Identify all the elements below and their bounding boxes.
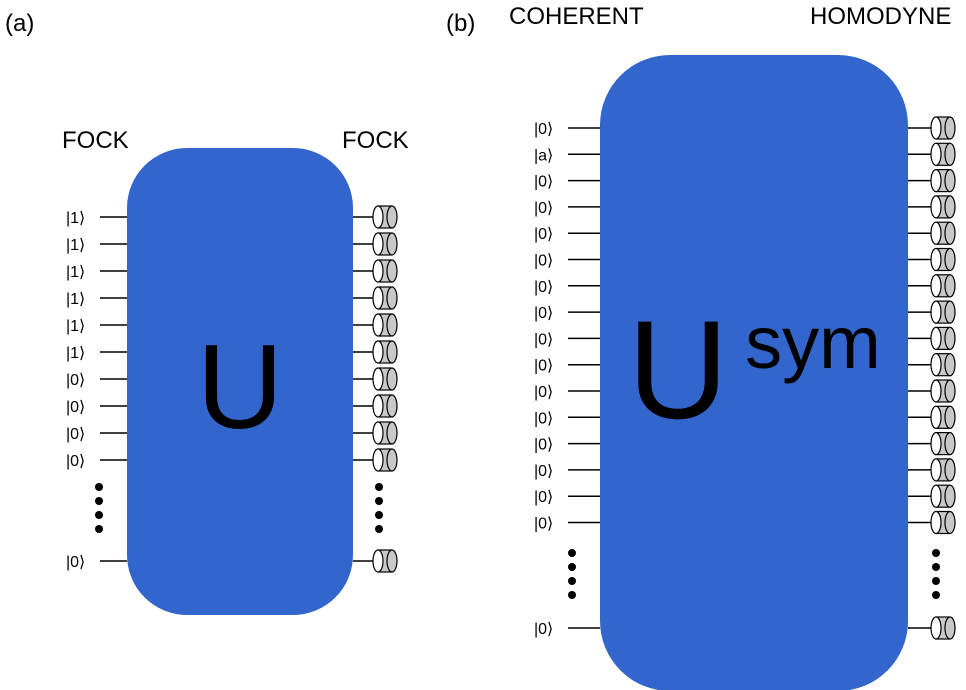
panel-b-input-label: |0⟩ xyxy=(534,305,553,322)
panel-b-input-label: |0⟩ xyxy=(534,200,553,217)
panel-a-detector-icon xyxy=(372,394,398,418)
panel-a-output-ellipsis-dot xyxy=(375,511,383,519)
panel-b-unitary-label: U xyxy=(627,291,728,448)
panel-a-unitary-label: U xyxy=(197,320,284,454)
panel-b-input-label: |0⟩ xyxy=(534,279,553,296)
panel-a-output-ellipsis-dot xyxy=(375,497,383,505)
panel-b-detector-icon xyxy=(930,274,956,298)
panel-b-input-label: |0⟩ xyxy=(534,410,553,427)
panel-a-input-ellipsis-dot xyxy=(95,483,103,491)
panel-b-detector-icon xyxy=(930,300,956,324)
panel-b-wires: |0⟩ |a⟩ |0⟩ |0⟩ |0⟩ |0⟩ |0⟩ |0⟩ |0⟩ |0⟩ |0⟩ |0⟩ |0⟩ |… xyxy=(534,116,956,640)
panel-a-detector-icon xyxy=(372,549,398,573)
panel-b-detector-icon xyxy=(930,616,956,640)
panel-b-detector-icon xyxy=(930,247,956,272)
panel-b-input-label: |0⟩ xyxy=(534,253,553,270)
panel-b-input-label: |0⟩ xyxy=(534,331,553,348)
panel-b-input-label: |a⟩ xyxy=(534,147,553,164)
panel-b-input-label: |0⟩ xyxy=(534,384,553,401)
panel-b-input-label: |0⟩ xyxy=(534,463,553,480)
panel-b-unitary-box xyxy=(600,55,908,690)
panel-a-detector-icon xyxy=(372,340,398,364)
panel-b-detector-icon xyxy=(930,353,956,377)
panel-b-input-title: COHERENT xyxy=(509,3,644,30)
panel-b-input-ellipsis-dot xyxy=(568,563,576,571)
panel-b-detector-icon xyxy=(930,326,956,350)
panel-a-input-ellipsis-dot xyxy=(95,525,103,533)
panel-b-detector-icon xyxy=(930,484,956,508)
panel-b-input-ellipsis-dot xyxy=(568,577,576,585)
panel-b-output-ellipsis-dot xyxy=(932,563,940,571)
panel-b-input-ellipsis-dot xyxy=(568,591,576,599)
panel-a-input-label: |1⟩ xyxy=(66,345,85,362)
panel-a-detector-icon xyxy=(372,232,398,256)
panel-a-input-label: |0⟩ xyxy=(66,426,85,443)
panel-a-detector-icon xyxy=(372,259,398,283)
panel-a-input-label: |1⟩ xyxy=(66,237,85,254)
panel-b-detector-icon xyxy=(930,142,956,166)
panel-a-input-ellipsis-dot xyxy=(95,497,103,505)
panel-b-detector-icon xyxy=(930,195,956,219)
panel-b-input-label: |0⟩ xyxy=(534,121,553,138)
panel-a-unitary-box xyxy=(127,148,353,615)
panel-b-input-label: |0⟩ xyxy=(534,621,553,638)
panel-b-input-label: |0⟩ xyxy=(534,516,553,533)
panel-b-unitary-superscript: sym xyxy=(745,301,881,384)
panel-b-input-label: |0⟩ xyxy=(534,174,553,191)
panel-b-detector-icon xyxy=(930,510,956,535)
panel-a-input-label: |1⟩ xyxy=(66,291,85,308)
panel-a-detector-icon xyxy=(372,421,398,445)
panel-a-detector-icon xyxy=(372,286,398,310)
panel-a-input-label: |1⟩ xyxy=(66,318,85,335)
panel-a-input-label: |0⟩ xyxy=(66,453,85,470)
panel-a-detector-icon xyxy=(372,448,398,472)
panel-b-output-ellipsis-dot xyxy=(932,577,940,585)
panel-b-output-ellipsis-dot xyxy=(932,591,940,599)
panel-b-detector-icon xyxy=(930,221,956,245)
panel-b-detector-icon xyxy=(930,458,956,482)
panel-a-input-label: |1⟩ xyxy=(66,210,85,227)
panel-b-output-ellipsis-dot xyxy=(932,549,940,557)
panel-a-input-label: |0⟩ xyxy=(66,372,85,389)
panel-b-detector-icon xyxy=(930,432,956,456)
panel-b-input-label: |0⟩ xyxy=(534,437,553,454)
panel-b-input-label: |0⟩ xyxy=(534,358,553,375)
panel-b-label: (b) xyxy=(446,10,475,37)
panel-a-detector-icon xyxy=(372,205,398,229)
panel-b-detector-icon xyxy=(930,405,956,429)
panel-b-input-label: |0⟩ xyxy=(534,489,553,506)
panel-b-input-label: |0⟩ xyxy=(534,226,553,243)
panel-a-input-label: |0⟩ xyxy=(66,399,85,416)
panel-a-input-ellipsis-dot xyxy=(95,511,103,519)
panel-a-input-title: FOCK xyxy=(62,127,129,154)
panel-b-detector-icon xyxy=(930,116,956,140)
panel-a-output-ellipsis-dot xyxy=(375,483,383,491)
panel-a-input-label: |1⟩ xyxy=(66,264,85,281)
panel-b-detector-icon xyxy=(930,169,956,193)
panel-b-detector-icon xyxy=(930,379,956,403)
panel-b-output-title: HOMODYNE xyxy=(810,3,951,30)
panel-a-detector-icon xyxy=(372,367,398,391)
panel-a-label: (a) xyxy=(5,10,34,37)
panel-a-wires: |1⟩ |1⟩ |1⟩ |1⟩ |1⟩ |1⟩ |0⟩ |0⟩ |0⟩ |0⟩ |0⟩ xyxy=(66,205,398,573)
panel-b-input-ellipsis-dot xyxy=(568,549,576,557)
panel-a-input-label: |0⟩ xyxy=(66,554,85,571)
panel-a-detector-icon xyxy=(372,313,398,337)
panel-a-output-ellipsis-dot xyxy=(375,525,383,533)
panel-a-output-title: FOCK xyxy=(342,127,409,154)
